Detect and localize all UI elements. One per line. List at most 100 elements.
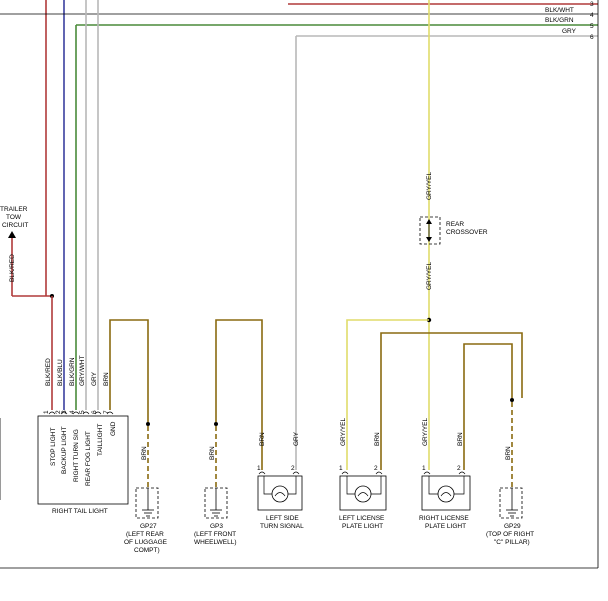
trailer-arrow-icon — [8, 231, 16, 238]
right-license-box — [421, 475, 471, 511]
gp3-dot — [214, 422, 218, 426]
left-turn-filament — [274, 492, 286, 497]
gp29-wire-label: BRN — [505, 446, 512, 460]
bus-lines — [0, 0, 598, 470]
left-turn-lead-2 — [288, 476, 297, 495]
tail-wire-label-5: GRY — [91, 371, 98, 386]
rear-crossover: GRY/YEL REAR CROSSOVER GRY/YEL — [419, 172, 488, 323]
right-tail-light: BLK/RED BLK/BLU BLK/GRN GRY/WHT GRY BRN … — [37, 355, 129, 515]
left-license-wire2: BRN — [374, 432, 381, 446]
trailer-label-2: TOW — [6, 214, 22, 221]
crossover-box — [419, 216, 441, 245]
gp27-box — [135, 487, 159, 519]
crossover-wire-bottom: GRY/YEL — [426, 262, 433, 290]
left-turn-l1: LEFT SIDE — [266, 515, 299, 522]
crossover-wire-top: GRY/YEL — [426, 172, 433, 200]
left-license-brown — [380, 332, 523, 470]
left-turn-wire2: GRY — [293, 431, 300, 446]
right-license-l1: RIGHT LICENSE — [419, 515, 469, 522]
tail-wire-label-1: BLK/RED — [45, 358, 52, 386]
gp27-l1: (LEFT REAR — [126, 531, 164, 538]
trailer-wire-label: BLK/RED — [9, 254, 16, 282]
gp27-wire-label: BRN — [141, 446, 148, 460]
tail-pin-2: 2 — [55, 410, 62, 414]
right-license-bulb-icon — [437, 485, 455, 503]
left-license-box — [339, 475, 387, 511]
left-turn-l2: TURN SIGNAL — [260, 523, 304, 530]
left-turn-box — [257, 475, 303, 511]
trailer-tow-circuit: TRAILER TOW CIRCUIT BLK/RED — [0, 206, 54, 298]
gp27-dot — [146, 422, 150, 426]
gp29-name: GP29 — [504, 523, 521, 530]
tail-pin-7: 7 — [103, 410, 110, 414]
gp3-l1: (LEFT FRONT — [194, 531, 236, 538]
left-license-terminal-2 — [375, 471, 383, 475]
ground-gp29: BRN GP29 (TOP OF RIGHT "C" PILLAR) — [486, 446, 534, 546]
tail-pin-4: 4 — [69, 410, 76, 414]
tail-func-backup: BACKUP LIGHT — [61, 426, 68, 474]
right-license-lead-1 — [428, 476, 438, 495]
left-license-filament — [357, 492, 369, 497]
bus-label-blk-wht: BLK/WHT — [545, 7, 574, 14]
gp29-dot — [510, 398, 514, 402]
lamp-right-license-plate: GRY/YEL BRN 1 2 RIGHT LICENSE PLATE LIGH… — [419, 418, 471, 530]
left-license-terminal-1 — [341, 471, 349, 475]
gp29-l2: "C" PILLAR) — [494, 539, 530, 546]
tail-gnd-brown — [109, 319, 149, 422]
bus-num-4: 4 — [590, 12, 594, 19]
tail-wire-label-4: GRY/WHT — [79, 355, 86, 386]
tail-func-fog: REAR FOG LIGHT — [85, 431, 92, 486]
gp3-name: GP3 — [210, 523, 223, 530]
tail-light-box — [37, 415, 129, 505]
tail-pin-5: 5 — [79, 410, 86, 414]
right-license-filament — [440, 492, 452, 497]
crossover-label-1: REAR — [446, 221, 464, 228]
bus-label-gry: GRY — [562, 28, 577, 35]
tail-wire-label-3: BLK/GRN — [69, 357, 76, 386]
bus-top-num: 3 — [590, 1, 594, 8]
left-license-wire1: GRY/YEL — [340, 418, 347, 446]
left-license-yellow — [346, 319, 429, 470]
left-license-l1: LEFT LICENSE — [339, 515, 385, 522]
gp27-l2: OF LUGGAGE — [124, 539, 168, 546]
gp27-l3: COMPT) — [134, 547, 160, 554]
tail-light-title: RIGHT TAIL LIGHT — [52, 508, 108, 515]
brown-wires — [109, 319, 523, 488]
gp3-wire-label: BRN — [209, 446, 216, 460]
crossover-arrow-up-tip — [426, 219, 432, 224]
tail-func-taillight: TAILLIGHT — [97, 424, 104, 456]
trailer-label-1: TRAILER — [0, 206, 28, 213]
tail-func-gnd: GND — [110, 421, 117, 436]
turn-sig-brown — [215, 319, 263, 470]
ground-gp3: BRN GP3 (LEFT FRONT WHEELWELL) — [194, 446, 237, 546]
trailer-label-3: CIRCUIT — [2, 222, 28, 229]
tail-pin-1: 1 — [43, 410, 50, 414]
gp29-l1: (TOP OF RIGHT — [486, 531, 534, 538]
crossover-arrow-down-tip — [426, 237, 432, 242]
left-license-bulb-icon — [354, 485, 372, 503]
left-license-l2: PLATE LIGHT — [342, 523, 383, 530]
left-license-pin2: 2 — [374, 465, 378, 472]
right-license-wire1: GRY/YEL — [422, 418, 429, 446]
right-license-terminal-2 — [458, 471, 466, 475]
left-license-lead-2 — [371, 476, 382, 495]
right-license-pin2: 2 — [457, 465, 461, 472]
left-turn-lead-1 — [263, 476, 272, 495]
left-turn-wire1: BRN — [259, 432, 266, 446]
bus-num-6: 6 — [590, 34, 594, 41]
left-turn-pin2: 2 — [291, 465, 295, 472]
gp29-box — [499, 487, 523, 519]
bus-num-5: 5 — [590, 23, 594, 30]
right-license-l2: PLATE LIGHT — [425, 523, 466, 530]
tail-func-turn: RIGHT TURN SIG — [73, 429, 80, 482]
tail-wire-label-2: BLK/BLU — [57, 359, 64, 386]
left-turn-bulb-icon — [271, 485, 289, 503]
left-turn-pin1: 1 — [257, 465, 261, 472]
tail-pin-6: 6 — [91, 410, 98, 414]
gp3-l2: WHEELWELL) — [194, 539, 237, 546]
right-license-brown — [463, 343, 513, 470]
left-license-lead-1 — [346, 476, 355, 495]
crossover-label-2: CROSSOVER — [446, 229, 488, 236]
right-license-wire2: BRN — [457, 432, 464, 446]
